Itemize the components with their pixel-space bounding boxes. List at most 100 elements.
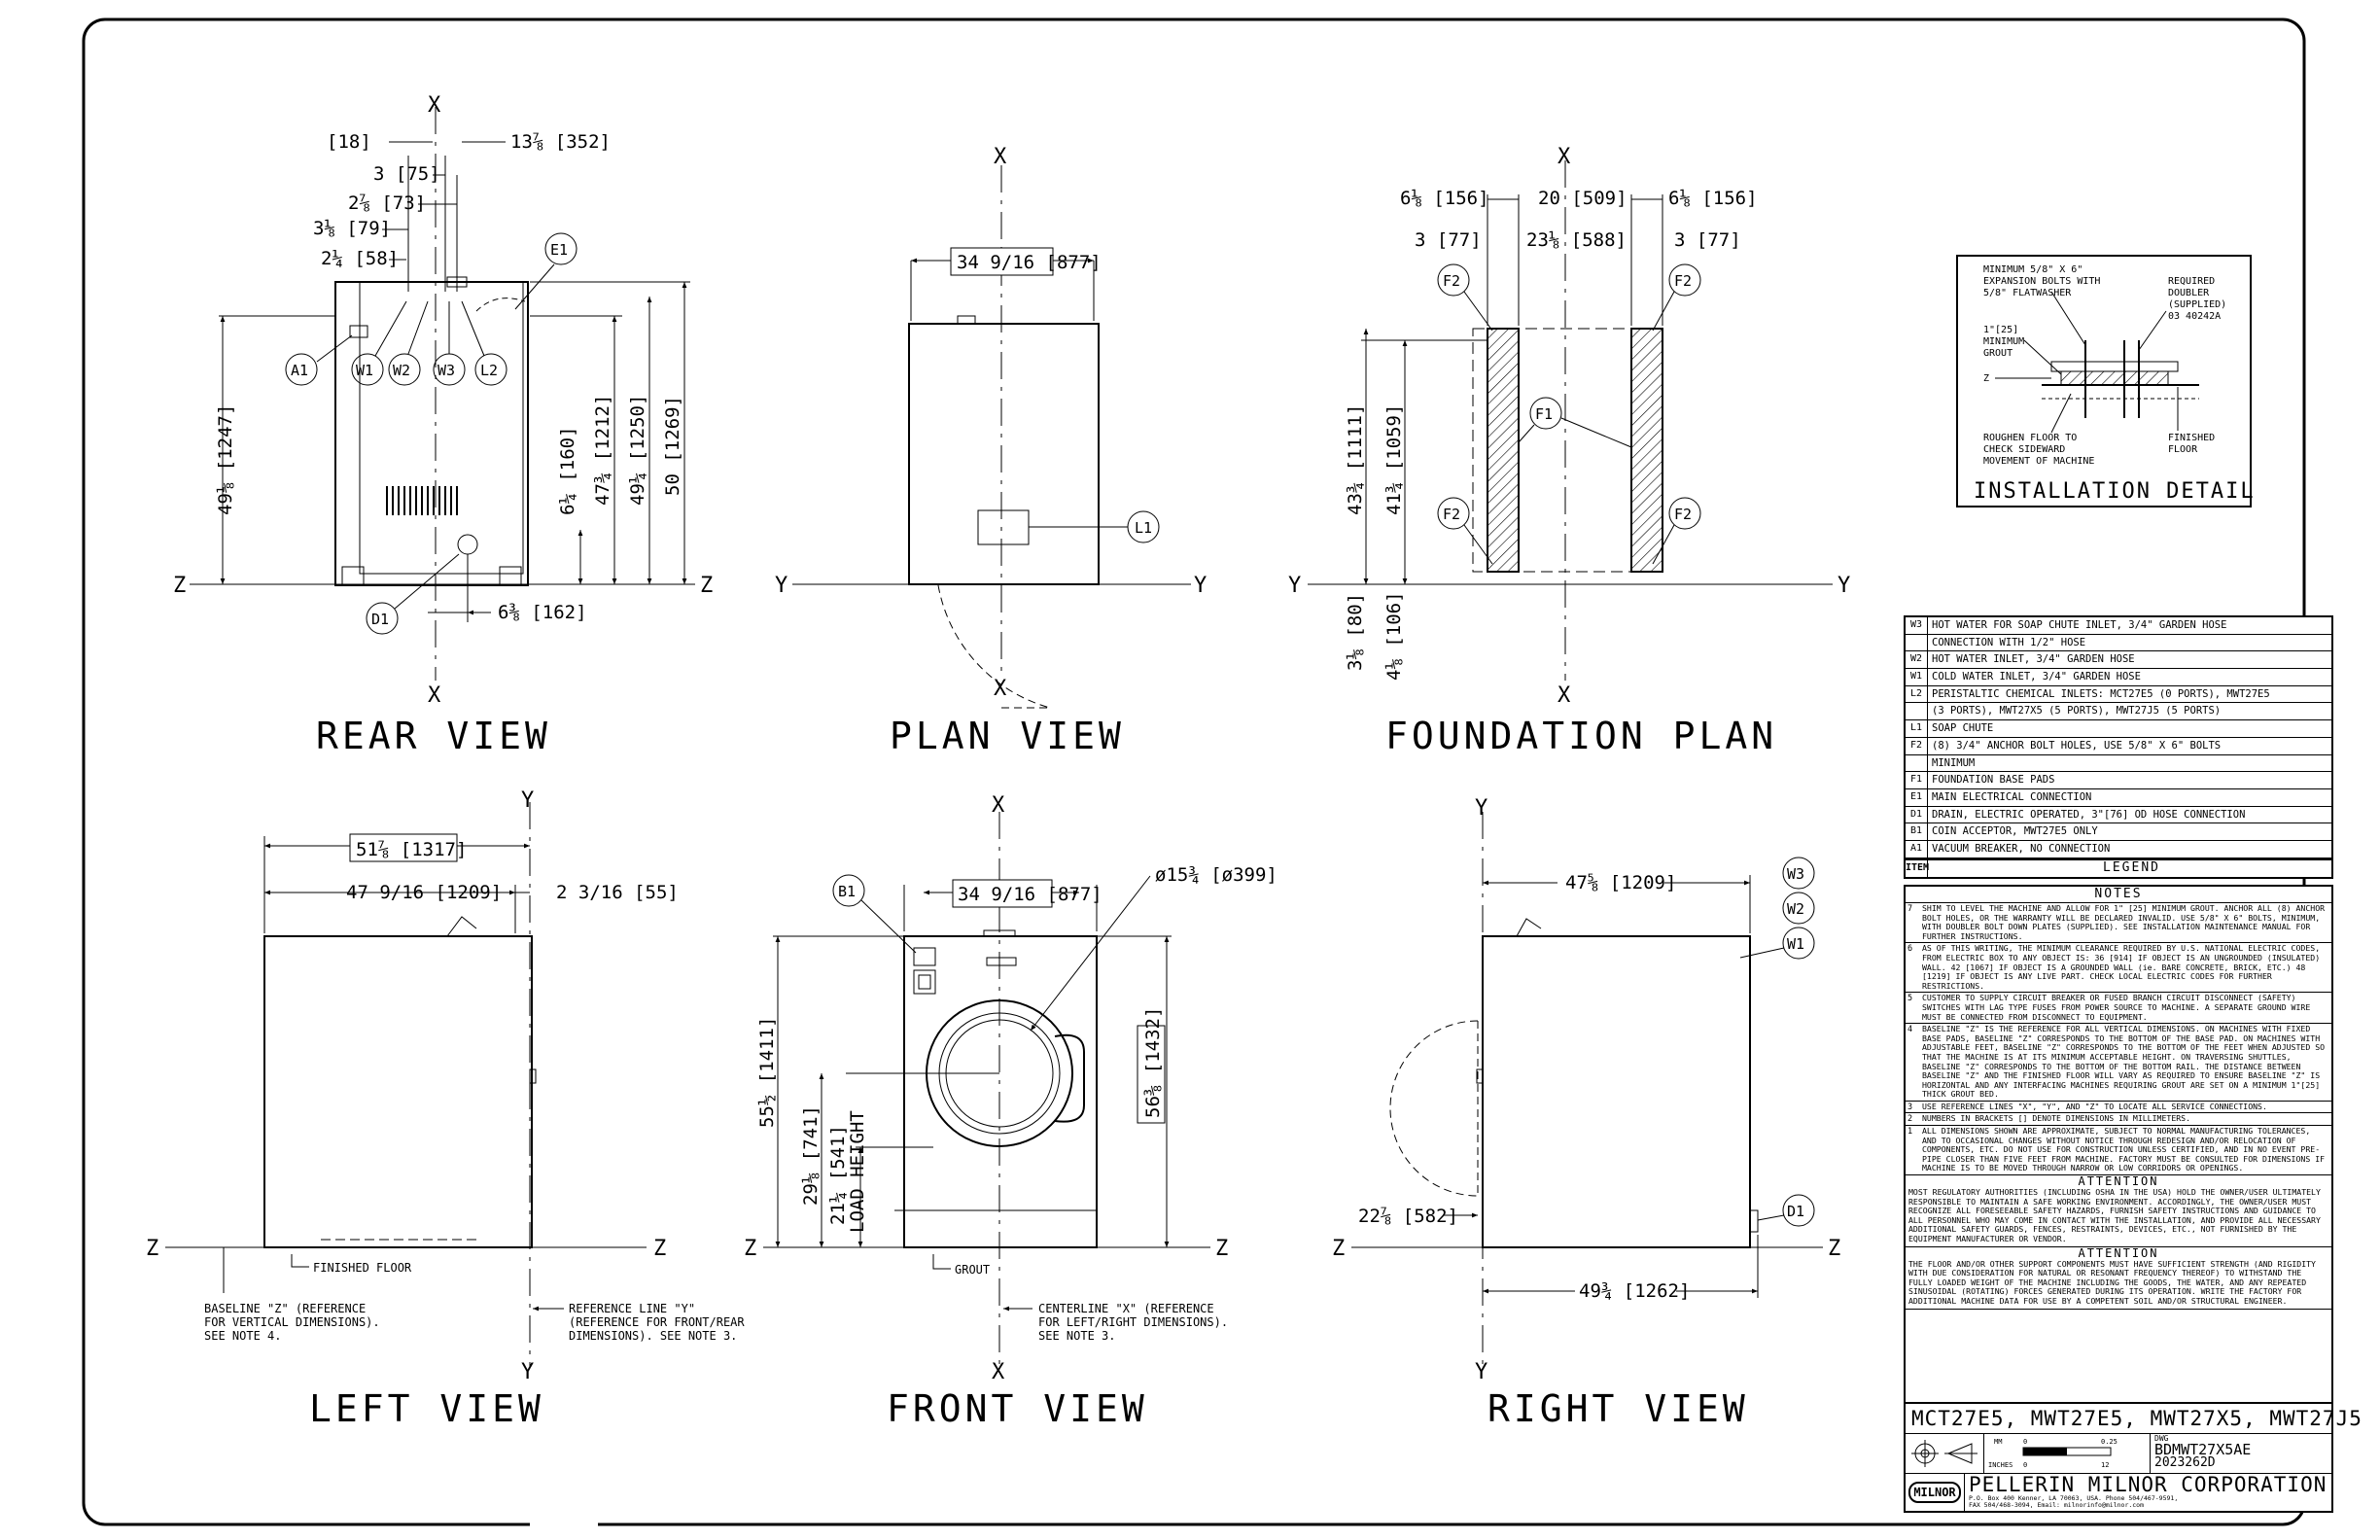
note-number: 1 xyxy=(1908,1127,1913,1138)
right-view-title: RIGHT VIEW xyxy=(1488,1387,1749,1430)
legend-item-code: F2 xyxy=(1906,737,1928,754)
scale-025: 0.25 xyxy=(2101,1438,2118,1446)
rear-dim-352: 13⅞ [352] xyxy=(510,131,611,153)
right-callout-w3: W3 xyxy=(1787,865,1804,883)
note-text: SHIM TO LEVEL THE MACHINE AND ALLOW FOR … xyxy=(1922,903,2326,941)
legend-item-code: B1 xyxy=(1906,823,1928,840)
note-number: 2 xyxy=(1908,1114,1913,1125)
legend-item-code xyxy=(1906,754,1928,772)
plan-view-title: PLAN VIEW xyxy=(890,715,1125,757)
company-address-2: FAX 504/468-3094, Email: milnorinfo@miln… xyxy=(1969,1501,2145,1509)
legend-item-code: D1 xyxy=(1906,806,1928,823)
note-number: 4 xyxy=(1908,1025,1913,1035)
company-address-1: P.O. Box 400 Kenner, LA 70063, USA. Phon… xyxy=(1969,1494,2179,1502)
foundation-callout-f2-tr: F2 xyxy=(1674,272,1692,290)
left-dim-1209: 47 9/16 [1209] xyxy=(346,882,502,903)
rear-view: X X Z Z 49⅛ [1247] 47¾ [1212] 49¼ [12 xyxy=(173,93,713,757)
legend-item-code: E1 xyxy=(1906,788,1928,806)
legend-row: L2 PERISTALTIC CHEMICAL INLETS: MCT27E5 (… xyxy=(1906,685,2331,704)
front-view-title: FRONT VIEW xyxy=(887,1387,1148,1430)
front-load-height: LOAD HEIGHT xyxy=(847,1110,868,1233)
install-grout-2: MINIMUM xyxy=(1983,336,2024,347)
front-dim-741: 29⅛ [741] xyxy=(800,1105,822,1206)
attention-text-1: MOST REGULATORY AUTHORITIES (INCLUDING O… xyxy=(1906,1187,2331,1247)
front-dim-1411: 55½ [1411] xyxy=(756,1017,778,1128)
install-bolts-1: MINIMUM 5/8" X 6" xyxy=(1983,264,2082,275)
callout-w2: W2 xyxy=(393,362,410,379)
legend-item-code xyxy=(1906,703,1928,720)
foundation-dim-509: 20 [509] xyxy=(1538,188,1628,209)
left-view-title: LEFT VIEW xyxy=(309,1387,544,1430)
rear-view-title: REAR VIEW xyxy=(316,715,551,757)
legend-item-desc: SOAP CHUTE xyxy=(1932,722,1994,735)
legend-item-desc: HOT WATER INLET, 3/4" GARDEN HOSE xyxy=(1932,653,2135,666)
legend-item-desc: (3 PORTS), MWT27X5 (5 PORTS), MWT27J5 (5… xyxy=(1932,705,2222,718)
left-axis-y-bottom: Y xyxy=(521,1360,534,1384)
right-callout-w1: W1 xyxy=(1787,935,1804,953)
legend-item-code: W3 xyxy=(1906,617,1928,634)
legend-item-desc: MINIMUM xyxy=(1932,756,1976,769)
legend-item-code: L1 xyxy=(1906,720,1928,737)
left-baseline-note-3: SEE NOTE 4. xyxy=(204,1329,281,1343)
scale-0a: 0 xyxy=(2023,1438,2027,1446)
left-axis-y-top: Y xyxy=(521,788,534,813)
left-axis-z-right: Z xyxy=(653,1237,666,1261)
rear-dim-18: [18] xyxy=(327,131,371,153)
legend-item-desc: DRAIN, ELECTRIC OPERATED, 3"[76] OD HOSE… xyxy=(1932,808,2246,821)
rear-dim-1250: 49¼ [1250] xyxy=(627,395,648,506)
plan-view: X X Y Y L1 34 9/16 [877] PLAN VIEW xyxy=(775,145,1207,757)
left-baseline-note-1: BASELINE "Z" (REFERENCE xyxy=(204,1302,366,1315)
foundation-dim-588: 23⅛ [588] xyxy=(1526,229,1627,251)
rear-dim-1269: 50 [1269] xyxy=(662,396,683,496)
foundation-dim-1059: 41¾ [1059] xyxy=(1383,404,1405,515)
legend-item-desc: PERISTALTIC CHEMICAL INLETS: MCT27E5 (0 … xyxy=(1932,687,2270,700)
legend-row: L1 SOAP CHUTE xyxy=(1906,720,2331,738)
legend-item-desc: MAIN ELECTRICAL CONNECTION xyxy=(1932,790,2092,803)
rear-dim-1212: 47¾ [1212] xyxy=(592,395,613,506)
left-axis-z-left: Z xyxy=(146,1237,158,1261)
legend-row: F2(8) 3/4" ANCHOR BOLT HOLES, USE 5/8" X… xyxy=(1906,737,2331,755)
rear-axis-x-bottom: X xyxy=(428,683,441,708)
legend-row: MINIMUM xyxy=(1906,754,2331,773)
title-block: MCT27E5, MWT27E5, MWT27X5, MWT27J5 MM 0 … xyxy=(1904,1402,2362,1513)
front-grout: GROUT xyxy=(955,1263,990,1277)
left-baseline-note-2: FOR VERTICAL DIMENSIONS). xyxy=(204,1315,380,1329)
front-axis-x-top: X xyxy=(992,793,1005,818)
rear-dim-162: 6⅜ [162] xyxy=(498,602,587,623)
third-angle-projection-icon xyxy=(1911,1440,1978,1467)
foundation-dim-80: 3⅛ [80] xyxy=(1345,593,1366,671)
note-number: 5 xyxy=(1908,994,1913,1004)
front-axis-x-bottom: X xyxy=(992,1360,1005,1384)
attention-text-2: THE FLOOR AND/OR OTHER SUPPORT COMPONENT… xyxy=(1906,1259,2331,1310)
install-z: Z xyxy=(1983,373,1989,384)
model-numbers: MCT27E5, MWT27E5, MWT27X5, MWT27J5 xyxy=(1906,1404,2362,1434)
callout-e1: E1 xyxy=(550,241,568,259)
legend-item-code: L2 xyxy=(1906,685,1928,703)
rear-dim-160: 6¼ [160] xyxy=(557,426,578,515)
left-view: Y Y Z Z 51⅞ [1317] 47 9/16 [1209] 2 3/16… xyxy=(146,788,745,1430)
right-axis-z-right: Z xyxy=(1828,1237,1840,1261)
attention-title-1: ATTENTION xyxy=(2078,1174,2159,1189)
right-callout-d1: D1 xyxy=(1787,1203,1804,1220)
scale-inches: INCHES xyxy=(1988,1461,2012,1469)
foundation-dim-1111: 43¾ [1111] xyxy=(1345,404,1366,515)
legend-header-item: ITEM xyxy=(1906,859,1929,877)
scale-bar: MM 0 0.25 INCHES 0 12 xyxy=(1984,1434,2151,1473)
note-number: 3 xyxy=(1908,1102,1913,1112)
callout-w1: W1 xyxy=(356,362,373,379)
legend-item-code xyxy=(1906,634,1928,651)
left-refline-note-3: DIMENSIONS). SEE NOTE 3. xyxy=(569,1329,737,1343)
rear-dim-58: 2¼ [58] xyxy=(321,248,399,269)
scale-12: 12 xyxy=(2101,1461,2109,1469)
note-text: CUSTOMER TO SUPPLY CIRCUIT BREAKER OR FU… xyxy=(1922,993,2311,1022)
